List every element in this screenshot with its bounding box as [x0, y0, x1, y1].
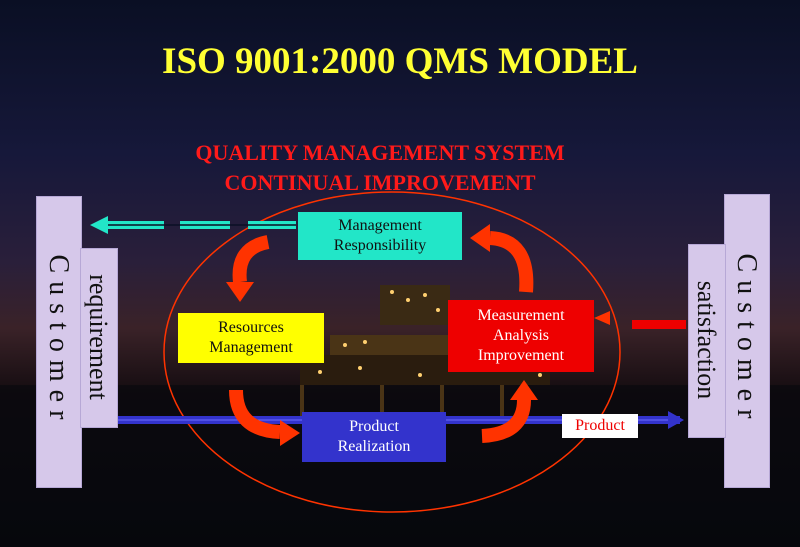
customer-satisfaction-panel	[724, 194, 770, 488]
requirement-subpanel	[80, 248, 118, 428]
product-output-text: Product	[575, 417, 625, 434]
subtitle-line-2: CONTINUAL IMPROVEMENT	[224, 170, 536, 195]
management-line-1: Management	[338, 217, 422, 234]
satisfaction-arrow	[594, 311, 686, 329]
product-output-label: Product	[562, 414, 638, 438]
management-responsibility-box: Management Responsibility	[298, 212, 462, 260]
product-line-2: Realization	[337, 438, 411, 455]
right-customer-label: Customer	[731, 253, 762, 427]
left-customer-label: Customer	[43, 254, 74, 428]
product-realization-box: Product Realization	[302, 412, 446, 462]
management-line-2: Responsibility	[333, 237, 427, 254]
curved-arrow-management-to-resources	[232, 235, 270, 283]
curved-arrow-resources-to-product	[229, 389, 281, 439]
satisfaction-label: satisfaction	[692, 280, 721, 400]
satisfaction-subpanel	[688, 244, 726, 438]
requirement-label: requirement	[84, 274, 113, 400]
product-line-1: Product	[349, 418, 399, 435]
dashed-arrow-to-customer	[90, 216, 296, 234]
curved-arrow-product-to-measurement	[481, 399, 531, 443]
measurement-line-1: Measurement	[477, 307, 565, 324]
customer-requirement-panel	[36, 196, 82, 488]
measurement-analysis-improvement-box: Measurement Analysis Improvement	[448, 300, 594, 372]
measurement-line-2: Analysis	[493, 327, 549, 344]
resources-management-box: Resources Management	[178, 313, 324, 363]
subtitle-line-1: QUALITY MANAGEMENT SYSTEM	[195, 140, 565, 165]
curved-arrow-measurement-to-management	[489, 231, 534, 293]
resources-line-1: Resources	[218, 319, 284, 336]
improvement-cycle-ellipse	[163, 191, 621, 513]
measurement-line-3: Improvement	[477, 347, 565, 364]
resources-line-2: Management	[209, 339, 293, 356]
page-title: ISO 9001:2000 QMS MODEL	[162, 41, 638, 82]
